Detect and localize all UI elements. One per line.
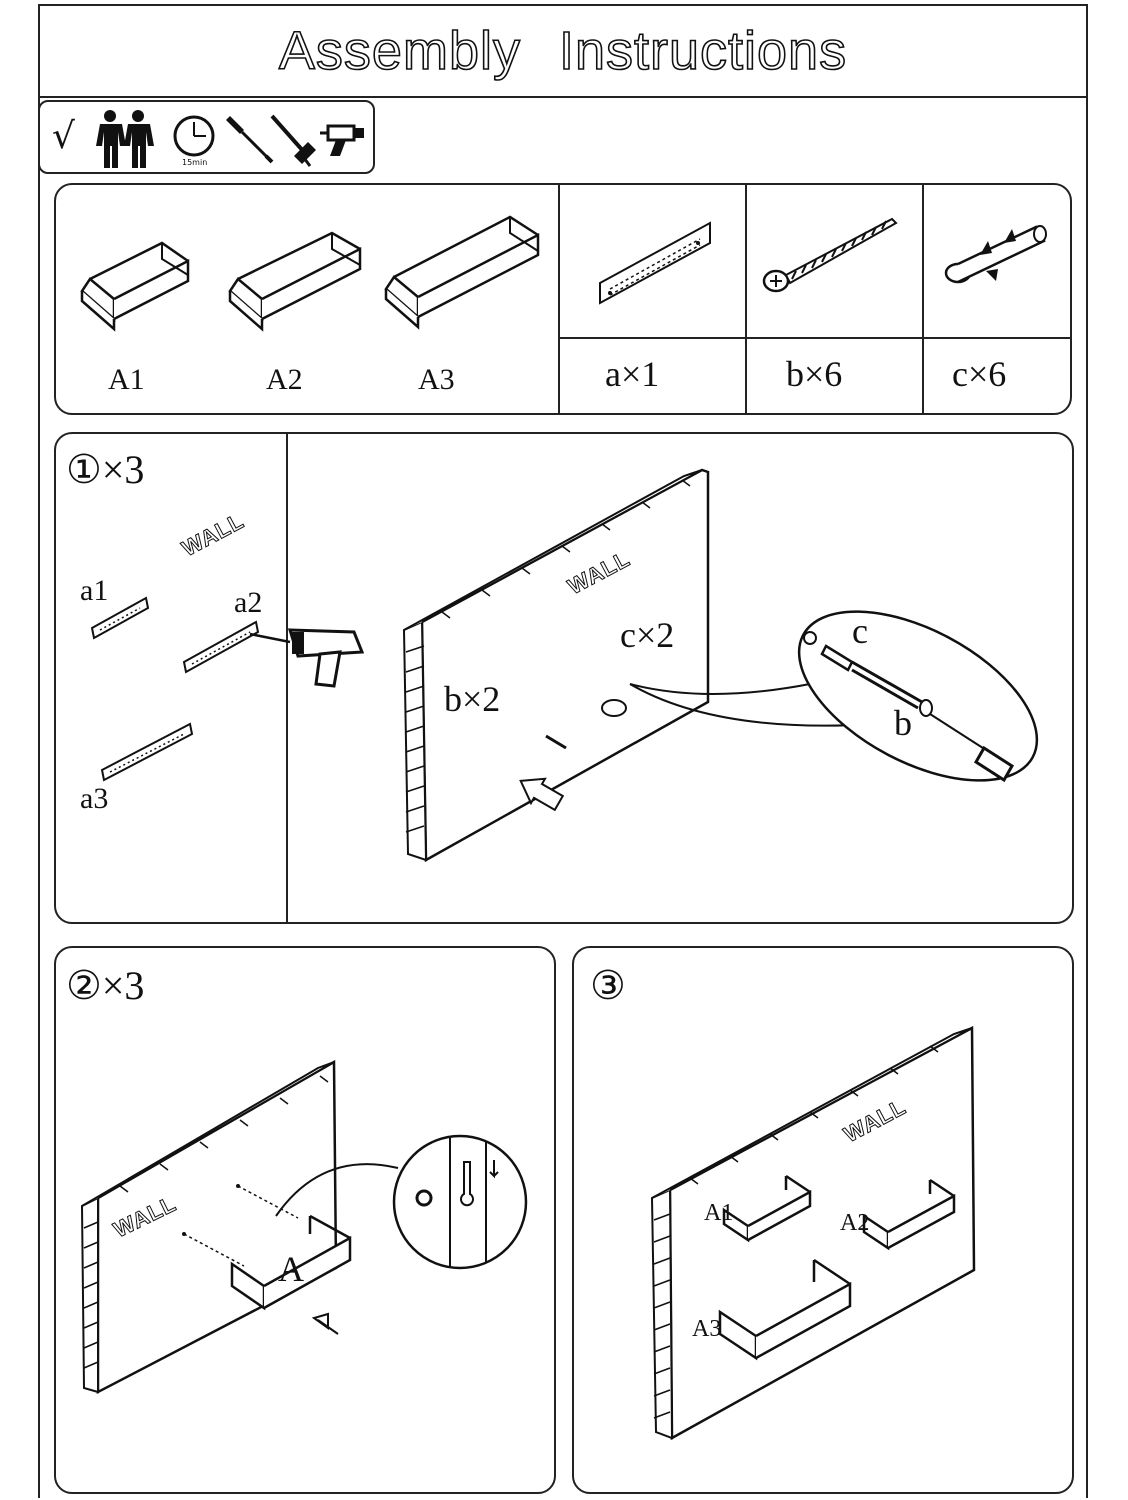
wall-illustration	[650, 1025, 976, 1441]
screwdriver-icon	[226, 116, 274, 164]
detail-label-b: b	[894, 703, 912, 743]
shelf-label-a1: A1	[704, 1200, 734, 1226]
shelf-label-a3: A3	[418, 363, 455, 396]
bracket-label-a3: a3	[80, 782, 109, 815]
screw-qty: b×2	[444, 679, 501, 719]
divider	[286, 434, 288, 922]
step-1-number: ①×3	[66, 447, 145, 492]
clock-icon	[173, 115, 215, 157]
shelf-label-a2: A2	[266, 363, 303, 396]
anchor-qty: c×2	[620, 615, 675, 655]
screw-illustration	[762, 217, 898, 293]
bracket-a3	[100, 722, 194, 782]
two-people-icon	[96, 110, 154, 168]
bracket-label-a1: a1	[80, 574, 109, 607]
detail-connector	[629, 683, 877, 727]
wall-label-left: WALL	[177, 507, 249, 562]
shelf-a2-illustration	[228, 231, 362, 332]
divider	[745, 185, 747, 413]
detail-oval	[797, 610, 1039, 783]
shelf-a1-illustration	[80, 241, 190, 332]
check-mark: √	[52, 116, 75, 157]
wall-illustration	[402, 468, 710, 863]
shelf-label-a2: A2	[840, 1210, 870, 1236]
hardware-qty-a: a×1	[605, 354, 660, 394]
wall-anchor-illustration	[944, 225, 1047, 284]
shelf-a3-illustration	[384, 215, 540, 330]
drill-tool	[249, 628, 365, 688]
parts-panel: A1 A2 A3 a×1 b×6 c×6	[54, 183, 1072, 415]
shelf-label-a1: A1	[108, 363, 145, 396]
page-title: Assembly Instructions	[278, 20, 848, 82]
drill-icon	[320, 124, 364, 156]
step-3-number: ③	[590, 963, 626, 1008]
bracket-label-a2: a2	[234, 586, 263, 619]
bracket-illustration	[599, 221, 711, 305]
divider	[558, 337, 1070, 339]
time-label: 15min	[182, 158, 208, 167]
shelf-label-a3: A3	[692, 1316, 722, 1342]
bracket-a1	[90, 596, 150, 640]
hardware-qty-b: b×6	[786, 354, 843, 394]
divider	[922, 185, 924, 413]
connector-curve	[275, 1163, 399, 1217]
wall-illustration	[80, 1059, 352, 1395]
bracket-a2	[182, 620, 260, 674]
hammer-icon	[270, 114, 316, 167]
keyhole-detail	[392, 1134, 528, 1270]
divider	[558, 185, 560, 413]
title-bar: Assembly Instructions	[38, 4, 1088, 98]
step-3-panel: ③ WALL A1 A2 A3	[572, 946, 1074, 1494]
hardware-qty-c: c×6	[952, 354, 1007, 394]
step-2-number: ②×3	[66, 963, 145, 1008]
requirements-strip: √ 15min	[38, 100, 375, 174]
detail-label-c: c	[852, 611, 868, 651]
step-2-panel: ②×3 WALL A	[54, 946, 556, 1494]
shelf-label-a: A	[278, 1249, 304, 1289]
step-1-panel: ①×3 WALL a1 a2 a3 WALL c×2 b×2	[54, 432, 1074, 924]
